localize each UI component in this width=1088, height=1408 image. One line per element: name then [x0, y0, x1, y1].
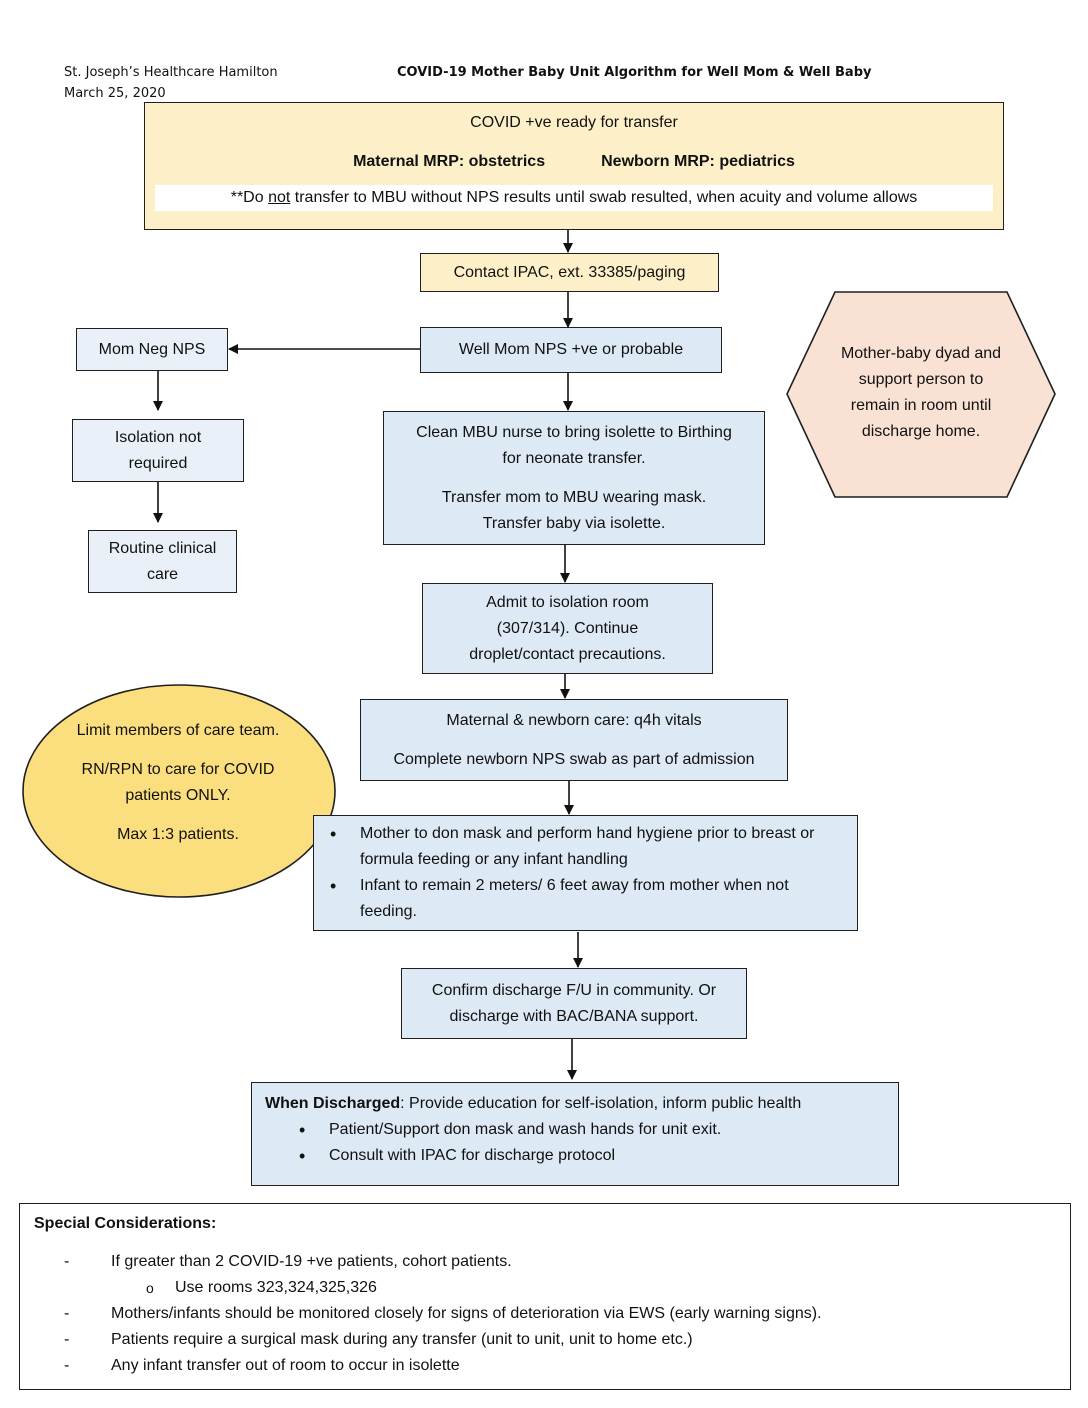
confirm-discharge-box: Confirm discharge F/U in community. Or d…: [401, 968, 747, 1039]
when-discharged-box: When Discharged: Provide education for s…: [251, 1082, 899, 1186]
discharged-item-2: Consult with IPAC for discharge protocol: [299, 1143, 721, 1169]
care-box: Maternal & newborn care: q4h vitals Comp…: [360, 699, 788, 781]
admit-label: Admit to isolation room (307/314). Conti…: [469, 593, 666, 663]
mother-instructions-box: Mother to don mask and perform hand hygi…: [313, 815, 858, 931]
transfer-ready-box: COVID +ve ready for transfer Maternal MR…: [144, 102, 1004, 230]
document-date: March 25, 2020: [64, 86, 166, 101]
mom-neg-box: Mom Neg NPS: [76, 328, 228, 371]
special-sub-item-1: Use rooms 323,324,325,326: [34, 1275, 1056, 1301]
mother-instruction-2: Infant to remain 2 meters/ 6 feet away f…: [330, 873, 837, 925]
mother-instructions-list: Mother to don mask and perform hand hygi…: [314, 821, 837, 925]
transfer-note-text: transfer to MBU without NPS results unti…: [290, 189, 918, 206]
discharged-item-1: Patient/Support don mask and wash hands …: [299, 1117, 721, 1143]
confirm-discharge-label: Confirm discharge F/U in community. Or d…: [431, 981, 717, 1025]
discharged-heading: When Discharged: Provide education for s…: [265, 1091, 801, 1117]
discharged-label: When Discharged: [265, 1095, 401, 1112]
care-team-text: Limit members of care team. RN/RPN to ca…: [72, 703, 284, 863]
transfer-note-not: not: [268, 189, 291, 206]
mom-neg-label: Mom Neg NPS: [98, 340, 206, 358]
well-mom-label: Well Mom NPS +ve or probable: [458, 341, 684, 358]
discharged-text: : Provide education for self-isolation, …: [400, 1095, 802, 1112]
newborn-mrp: Newborn MRP: pediatrics: [601, 153, 795, 170]
special-item-2: Mothers/infants should be monitored clos…: [34, 1301, 1056, 1327]
page-title: COVID-19 Mother Baby Unit Algorithm for …: [397, 65, 872, 80]
care-team-max: Max 1:3 patients.: [117, 826, 239, 843]
clean-nurse-box: Clean MBU nurse to bring isolette to Bir…: [383, 411, 765, 545]
contact-ipac-label: Contact IPAC, ext. 33385/paging: [453, 263, 686, 281]
mother-instruction-1: Mother to don mask and perform hand hygi…: [330, 821, 837, 873]
transfer-note: **Do not transfer to MBU without NPS res…: [155, 185, 993, 211]
contact-ipac-box: Contact IPAC, ext. 33385/paging: [420, 253, 719, 292]
transfer-mom-text: Transfer mom to MBU wearing mask. Transf…: [441, 488, 707, 532]
organization-name: St. Joseph’s Healthcare Hamilton: [64, 65, 278, 80]
special-item-1: If greater than 2 COVID-19 +ve patients,…: [34, 1249, 1056, 1275]
dyad-text: Mother-baby dyad and support person to r…: [840, 345, 1002, 440]
admit-box: Admit to isolation room (307/314). Conti…: [422, 583, 713, 674]
care-team-oval: [22, 684, 336, 898]
care-team-rn: RN/RPN to care for COVID patients ONLY.: [81, 761, 275, 804]
transfer-ready-label: COVID +ve ready for transfer: [470, 114, 678, 131]
care-team-limit: Limit members of care team.: [76, 722, 280, 739]
care-swab: Complete newborn NPS swab as part of adm…: [393, 750, 755, 768]
isolation-not-required-box: Isolation not required: [72, 419, 244, 482]
discharged-list: Patient/Support don mask and wash hands …: [265, 1117, 721, 1169]
care-vitals: Maternal & newborn care: q4h vitals: [446, 711, 702, 729]
mrp-row: Maternal MRP: obstetrics Newborn MRP: pe…: [353, 149, 795, 175]
special-item-3: Patients require a surgical mask during …: [34, 1327, 1056, 1353]
routine-care-box: Routine clinical care: [88, 530, 237, 593]
special-item-4: Any infant transfer out of room to occur…: [34, 1353, 1056, 1379]
isolation-not-required-label: Isolation not required: [114, 428, 202, 472]
special-considerations-box: Special Considerations: If greater than …: [19, 1203, 1071, 1390]
dyad-hexagon: [786, 291, 1056, 498]
maternal-mrp: Maternal MRP: obstetrics: [353, 153, 546, 170]
special-considerations-title: Special Considerations:: [34, 1215, 217, 1232]
transfer-note-prefix: **Do: [230, 189, 269, 206]
clean-nurse-text: Clean MBU nurse to bring isolette to Bir…: [416, 423, 732, 467]
well-mom-box: Well Mom NPS +ve or probable: [420, 327, 722, 373]
routine-care-label: Routine clinical care: [108, 539, 217, 583]
